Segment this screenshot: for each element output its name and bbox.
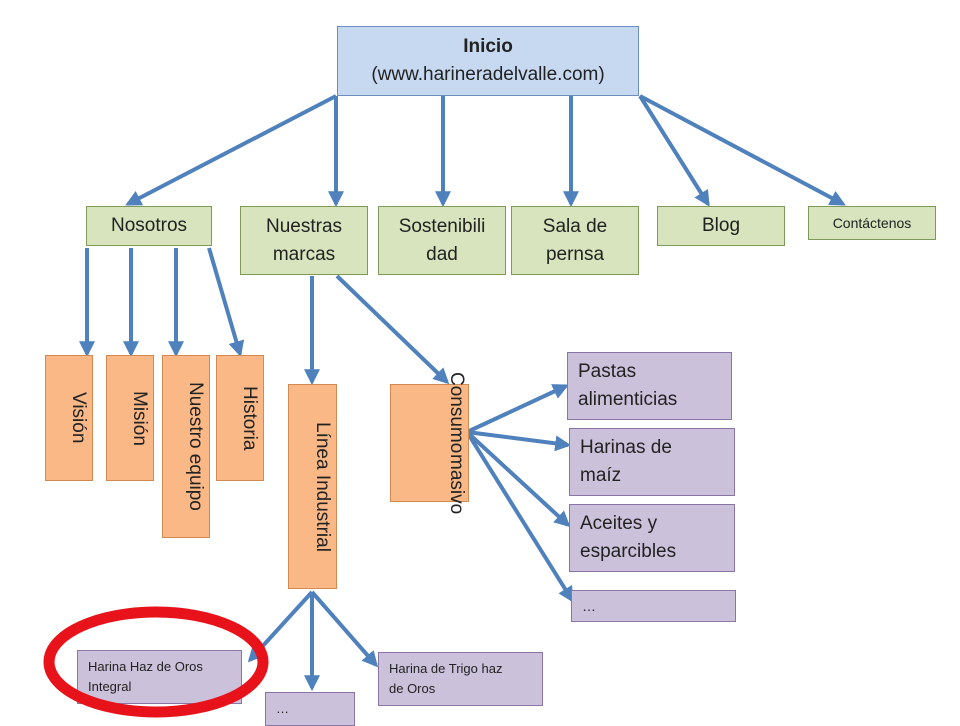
- arrow-root-blog: [638, 94, 710, 207]
- arrow-pastas: [466, 384, 569, 434]
- node-aceites-y-esparcibles[interactable]: Aceites y esparcibles: [569, 504, 735, 572]
- arrow-haz-integral: [247, 590, 314, 663]
- node-industrial-more[interactable]: …: [265, 692, 355, 726]
- node-inicio-title: Inicio: [463, 36, 513, 58]
- node-historia-label: Historia: [239, 385, 260, 451]
- node-vision-label: Visión: [68, 392, 89, 444]
- node-sostenibilidad[interactable]: Sostenibili dad: [378, 206, 506, 275]
- node-nuestras-marcas[interactable]: Nuestras marcas: [240, 206, 368, 275]
- node-nuestro-equipo-label: Nuestro equipo: [185, 382, 206, 511]
- node-consumo-masivo[interactable]: Consumo masivo: [390, 372, 469, 514]
- node-harina-de-trigo[interactable]: Harina de Trigo haz de Oros: [378, 652, 543, 706]
- node-harinas-de-maiz[interactable]: Harinas de maíz: [569, 428, 735, 496]
- arrow-trigo: [310, 590, 379, 668]
- arrow-consumo: [335, 274, 450, 385]
- node-inicio[interactable]: Inicio (www.harineradelvalle.com): [337, 26, 639, 96]
- node-vision[interactable]: Visión: [45, 355, 93, 481]
- arrow-consumo-more: [465, 430, 574, 603]
- node-pastas-alimenticias[interactable]: Pastas alimenticias: [567, 352, 732, 420]
- node-nuestro-equipo[interactable]: Nuestro equipo: [162, 355, 210, 538]
- node-blog[interactable]: Blog: [657, 206, 785, 246]
- node-historia[interactable]: Historia: [216, 355, 264, 481]
- arrow-harinas-maiz: [466, 430, 572, 452]
- node-consumo-more[interactable]: …: [571, 590, 736, 622]
- node-sala-de-prensa[interactable]: Sala de pernsa: [511, 206, 639, 275]
- arrow-root-nosotros: [125, 94, 337, 206]
- arrow-historia: [207, 247, 245, 358]
- arrow-root-contacto: [639, 94, 846, 206]
- node-nosotros[interactable]: Nosotros: [86, 206, 212, 246]
- node-linea-industrial-label: Línea Industrial: [312, 421, 333, 552]
- node-contactenos[interactable]: Contáctenos: [808, 206, 936, 240]
- node-inicio-url: (www.harineradelvalle.com): [371, 64, 605, 85]
- node-linea-industrial[interactable]: Línea Industrial: [288, 384, 337, 589]
- node-mision-label: Misión: [129, 390, 150, 446]
- node-consumo-masivo-line2: masivo: [446, 453, 467, 514]
- node-harina-haz-de-oros-integral[interactable]: Harina Haz de Oros Integral: [77, 650, 242, 704]
- arrow-aceites: [465, 430, 571, 528]
- node-consumo-masivo-line1: Consumo: [446, 372, 467, 454]
- node-mision[interactable]: Misión: [106, 355, 154, 481]
